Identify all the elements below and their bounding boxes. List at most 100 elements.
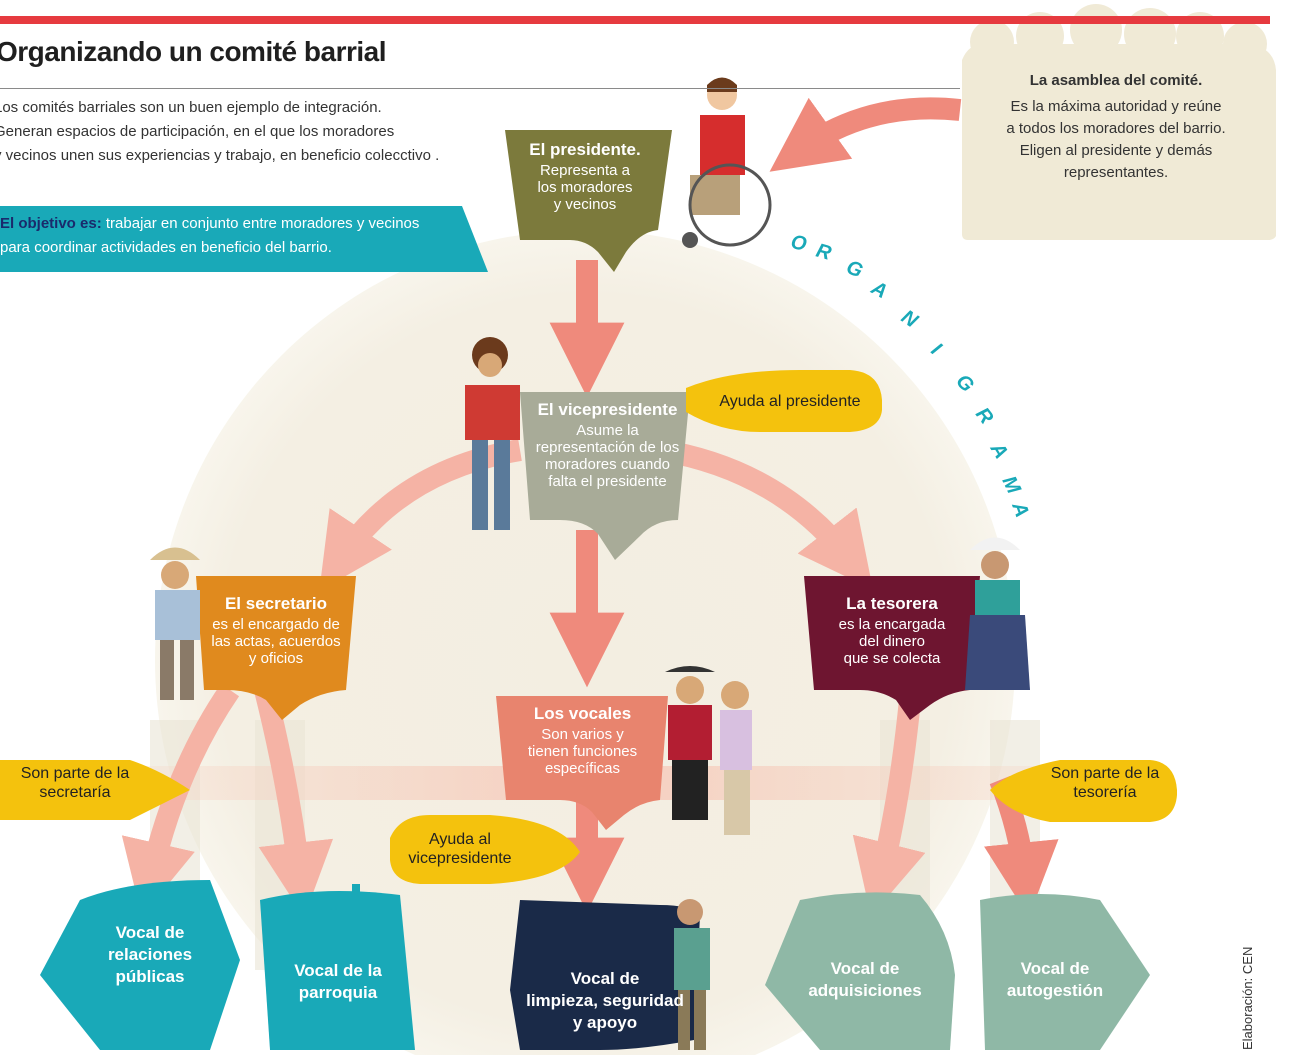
presidente-line: y vecinos <box>553 196 617 213</box>
vocal-adquisiciones: Vocal de adquisiciones <box>790 958 940 1002</box>
arrow-to-adquisiciones <box>852 698 926 917</box>
tesorera-box: La tesorera es la encargada del dinero q… <box>812 594 972 667</box>
arrow-to-relaciones <box>121 683 240 917</box>
bubble-parte-secretaria-shape <box>0 760 190 820</box>
secretario-line: las actas, acuerdos <box>211 633 341 650</box>
objective-line: El objetivo es: trabajar en conjunto ent… <box>0 212 470 236</box>
bubble-line: secretaría <box>39 784 111 801</box>
vocal-line: parroquia <box>298 983 378 1002</box>
vicepresidente-title: El vicepresidente <box>537 400 678 419</box>
vocales-line: tienen funciones <box>527 743 638 760</box>
vocales-line: específicas <box>544 760 621 777</box>
vocal-line: públicas <box>115 967 185 986</box>
intro-text: Los comités barriales son un buen ejempl… <box>0 96 484 168</box>
organigrama-letter: A <box>867 277 891 304</box>
person-vocales-figure <box>665 666 752 835</box>
vocales-title: Los vocales <box>533 704 632 723</box>
tesorera-box-shape <box>804 576 980 720</box>
presidente-line: Representa a <box>539 162 631 179</box>
person-cleaner-figure <box>674 899 710 1050</box>
vocales-box-shape <box>496 696 668 830</box>
asamblea-arrow <box>769 97 962 172</box>
organigrama-letter: G <box>951 370 978 396</box>
vocal-parroquia-shape <box>260 891 415 1050</box>
organigrama-letter: M <box>998 473 1026 499</box>
vocal-limpieza-shape <box>510 900 700 1050</box>
assembly-crowd-shape <box>962 4 1276 240</box>
vocal-limpieza-seguridad-apoyo: Vocal de limpieza, seguridad y apoyo <box>510 968 700 1034</box>
page-title: Organizando un comité barrial <box>0 36 387 67</box>
organigrama-letter: N <box>897 306 922 333</box>
organigrama-letter: G <box>843 256 866 282</box>
person-treasurer-figure <box>965 537 1030 690</box>
bubble-ayuda-presidente-shape <box>686 370 882 432</box>
credit-label: Elaboración: CEN <box>1240 946 1255 1050</box>
vocal-line: limpieza, seguridad <box>526 991 684 1010</box>
vocal-parroquia: Vocal de la parroquia <box>268 960 408 1004</box>
assembly-title: La asamblea del comité. <box>1029 72 1203 89</box>
assembly-line: a todos los moradores del barrio. <box>1006 120 1226 137</box>
intro-line: Los comités barriales son un buen ejempl… <box>0 99 382 116</box>
presidente-line: los moradores <box>537 179 633 196</box>
assembly-line: representantes. <box>1063 164 1169 181</box>
bubble-ayuda-vicepresidente: Ayuda al vicepresidente <box>395 830 525 868</box>
organigrama-letter: O <box>789 231 809 255</box>
vocal-line: relaciones <box>107 945 193 964</box>
secretario-line: es el encargado de <box>212 616 340 633</box>
objective-line1: trabajar en conjunto entre moradores y v… <box>105 215 420 232</box>
presidente-box: El presidente. Representa a los moradore… <box>505 140 665 213</box>
bubble-parte-secretaria: Son parte de la secretaría <box>0 764 150 802</box>
tesorera-title: La tesorera <box>846 594 938 613</box>
vocal-line: Vocal de <box>830 959 900 978</box>
person-vicepresident-figure <box>465 337 520 530</box>
bubble-line: tesorería <box>1073 784 1137 801</box>
bubble-ayuda-presidente: Ayuda al presidente <box>700 392 880 411</box>
vocal-line: autogestión <box>1006 981 1104 1000</box>
vocal-line: Vocal de la <box>294 961 382 980</box>
intro-line: y vecinos unen sus experiencias y trabaj… <box>0 147 440 164</box>
arrow-vice-tesorera <box>658 439 873 590</box>
objective-text: El objetivo es: trabajar en conjunto ent… <box>0 212 470 260</box>
vocal-line: y apoyo <box>572 1013 638 1032</box>
vicepresidente-line: representación de los <box>535 439 680 456</box>
bubble-line: Son parte de la <box>1050 765 1160 782</box>
vocal-line: Vocal de <box>1020 959 1090 978</box>
vocal-line: Vocal de <box>570 969 640 988</box>
vicepresidente-line: falta el presidente <box>548 473 667 490</box>
arrow-vice-secretario <box>319 439 522 592</box>
tesorera-line: del dinero <box>859 633 925 650</box>
assembly-line: Eligen al presidente y demás <box>1019 142 1213 159</box>
bubble-ayuda-vice-shape <box>390 815 580 884</box>
secretario-title: El secretario <box>224 594 328 613</box>
organigrama-letter: A <box>985 438 1012 463</box>
presidente-title: El presidente. <box>529 140 641 159</box>
objective-box <box>0 206 488 272</box>
top-accent-bar <box>0 16 1270 24</box>
tesorera-line: que se colecta <box>843 650 941 667</box>
vicepresidente-line: Asume la <box>576 422 639 439</box>
secretario-box-shape <box>196 576 356 720</box>
assembly-line: Es la máxima autoridad y reúne <box>1010 98 1222 115</box>
person-wheelchair-figure <box>682 77 772 248</box>
vocal-relaciones-publicas: Vocal de relaciones públicas <box>80 922 220 988</box>
bubble-line: Ayuda al presidente <box>719 393 861 410</box>
objective-label: El objetivo es: <box>0 215 102 232</box>
vocales-line: Son varios y <box>541 726 624 743</box>
intro-line: Generan espacios de participación, en el… <box>0 123 395 140</box>
secretario-line: y oficios <box>248 650 304 667</box>
bubble-line: Son parte de la <box>20 765 130 782</box>
objective-line2: para coordinar actividades en beneficio … <box>0 239 332 256</box>
tesorera-line: es la encargada <box>838 616 946 633</box>
vicepresidente-line: moradores cuando <box>544 456 671 473</box>
title-divider <box>0 88 960 89</box>
bubble-line: Ayuda al <box>429 831 491 848</box>
cross-icon <box>342 884 370 914</box>
vocal-autogestion: Vocal de autogestión <box>985 958 1125 1002</box>
vocal-relaciones-shape <box>40 880 240 1050</box>
assembly-card: La asamblea del comité. Es la máxima aut… <box>966 70 1266 184</box>
organigrama-letter: I <box>927 339 946 360</box>
organigrama-letter: A <box>1007 498 1033 520</box>
vocal-autogestion-shape <box>980 894 1150 1050</box>
vocales-box: Los vocales Son varios y tienen funcione… <box>500 704 665 777</box>
